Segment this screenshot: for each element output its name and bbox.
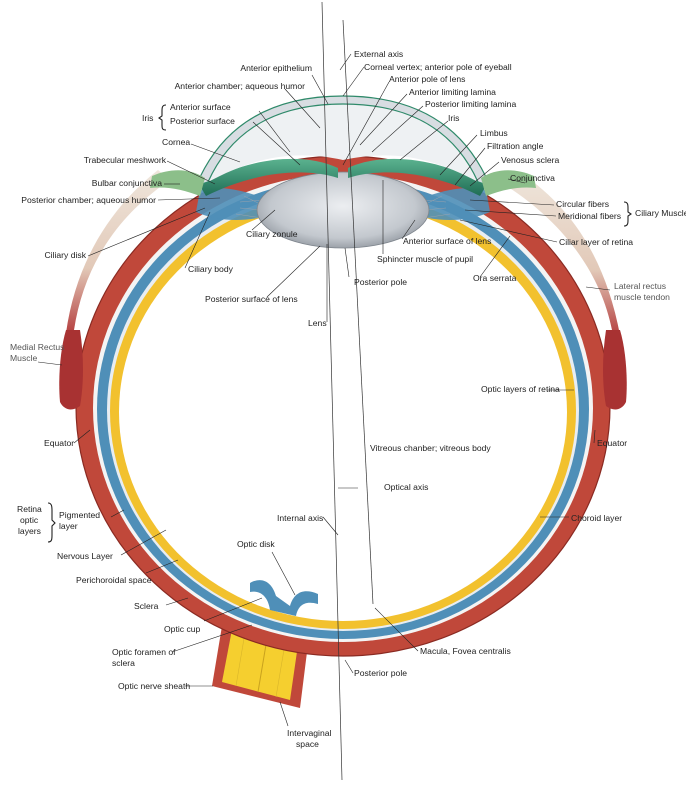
label-ciliary-muscle: Ciliary Muscle	[635, 208, 686, 218]
lateral-rectus-tendon	[505, 172, 620, 335]
label-equator-left: Equator	[44, 438, 74, 448]
label-iris-anterior-surface: Anterior surface	[170, 102, 231, 112]
label-pigmented-layer-2: layer	[59, 521, 78, 531]
optic-cup-shape	[250, 580, 318, 616]
ciliary-body-right	[428, 188, 490, 220]
label-equator-right: Equator	[597, 438, 627, 448]
label-external-axis: External axis	[354, 49, 403, 59]
iris-shape-right	[348, 158, 486, 196]
label-cornea: Cornea	[162, 137, 190, 147]
label-optic-layers-retina: Optic layers of retina	[481, 384, 560, 394]
label-internal-axis: Internal axis	[277, 513, 323, 523]
label-sphincter-muscle: Sphincter muscle of pupil	[377, 254, 473, 264]
external-axis-line	[321, 1, 343, 781]
lateral-rectus-muscle	[603, 330, 627, 410]
label-limbus: Limbus	[480, 128, 508, 138]
label-intervaginal-2: space	[296, 739, 319, 749]
label-posterior-chamber: Posterior chamber; aqueous humor	[21, 195, 156, 205]
label-optic-foramen-1: Optic foramen of	[112, 647, 176, 657]
label-anterior-epithelium: Anterior epithelium	[240, 63, 312, 73]
label-iris-group: Iris	[142, 113, 153, 123]
anterior-chamber	[208, 104, 478, 182]
label-filtration-angle: Filtration angle	[487, 141, 544, 151]
label-posterior-limiting-lamina: Posterior limiting lamina	[425, 99, 516, 109]
label-intervaginal-1: Intervaginal	[287, 728, 332, 738]
ciliary-muscle-brace	[623, 201, 632, 227]
ciliary-body-left	[196, 188, 258, 220]
label-optic-foramen-2: sclera	[112, 658, 135, 668]
label-lateral-rectus-2: muscle tendon	[614, 292, 670, 302]
label-bulbar-conjunctiva: Bulbar conjunctiva	[92, 178, 162, 188]
label-vitreous-chamber: Vitreous chanber; vitreous body	[370, 443, 491, 453]
label-optical-axis: Optical axis	[384, 482, 428, 492]
label-anterior-pole-lens: Anterior pole of lens	[389, 74, 465, 84]
leader-lines	[37, 53, 611, 727]
label-anterior-limiting-lamina: Anterior limiting lamina	[409, 87, 496, 97]
label-ciliary-disk: Ciliary disk	[44, 250, 86, 260]
bulbar-conjunctiva-right	[481, 170, 536, 196]
label-posterior-pole-lens-area: Posterior pole	[354, 277, 407, 287]
label-corneal-vertex: Corneal vertex; anterior pole of eyeball	[364, 62, 512, 72]
medial-rectus-muscle	[59, 330, 83, 410]
label-medial-rectus-2: Muscle	[10, 353, 37, 363]
label-medial-rectus-1: Medial Rectus	[10, 342, 64, 352]
label-ciliary-body: Ciliary body	[188, 264, 234, 274]
label-macula: Macula, Fovea centralis	[420, 646, 511, 656]
label-sclera: Sclera	[134, 601, 159, 611]
label-ora-serrata: Ora serrata	[473, 273, 517, 283]
lens-shape	[256, 171, 430, 249]
vitreous-body	[119, 203, 567, 621]
label-retina-group-3: layers	[18, 526, 41, 536]
retina-brace	[47, 502, 56, 543]
label-trabecular-meshwork: Trabecular meshwork	[84, 155, 167, 165]
label-anterior-surface-lens: Anterior surface of lens	[403, 236, 491, 246]
label-choroid-layer: Choroid layer	[571, 513, 622, 523]
bulbar-conjunctiva-left	[150, 170, 205, 196]
label-posterior-pole: Posterior pole	[354, 668, 407, 678]
label-iris: Iris	[448, 113, 459, 123]
iris-brace	[158, 104, 167, 131]
label-perichoroidal-space: Perichoroidal space	[76, 575, 152, 585]
label-conjunctiva: Conjunctiva	[510, 173, 555, 183]
label-ciliar-layer-retina: Ciliar layer of retina	[559, 237, 633, 247]
label-optic-nerve-sheath: Optic nerve sheath	[118, 681, 190, 691]
label-circular-fibers: Circular fibers	[556, 199, 609, 209]
label-optic-disk: Optic disk	[237, 539, 275, 549]
label-lateral-rectus-1: Lateral rectus	[614, 281, 666, 291]
label-lens: Lens	[308, 318, 327, 328]
label-retina-group-2: optic	[20, 515, 39, 525]
label-anterior-chamber: Anterior chamber; aqueous humor	[175, 81, 306, 91]
iris-shape	[200, 158, 338, 196]
label-venosus-sclera: Venosus sclera	[501, 155, 560, 165]
label-optic-cup: Optic cup	[164, 624, 201, 634]
label-iris-posterior-surface: Posterior surface	[170, 116, 235, 126]
label-ciliary-zonule: Ciliary zonule	[246, 229, 298, 239]
label-meridional-fibers: Meridional fibers	[558, 211, 621, 221]
label-posterior-surface-lens: Posterior surface of lens	[205, 294, 298, 304]
label-pigmented-layer-1: Pigmented	[59, 510, 100, 520]
label-retina-group-1: Retina	[17, 504, 42, 514]
label-nervous-layer: Nervous Layer	[57, 551, 113, 561]
optical-axis-line	[342, 19, 374, 605]
